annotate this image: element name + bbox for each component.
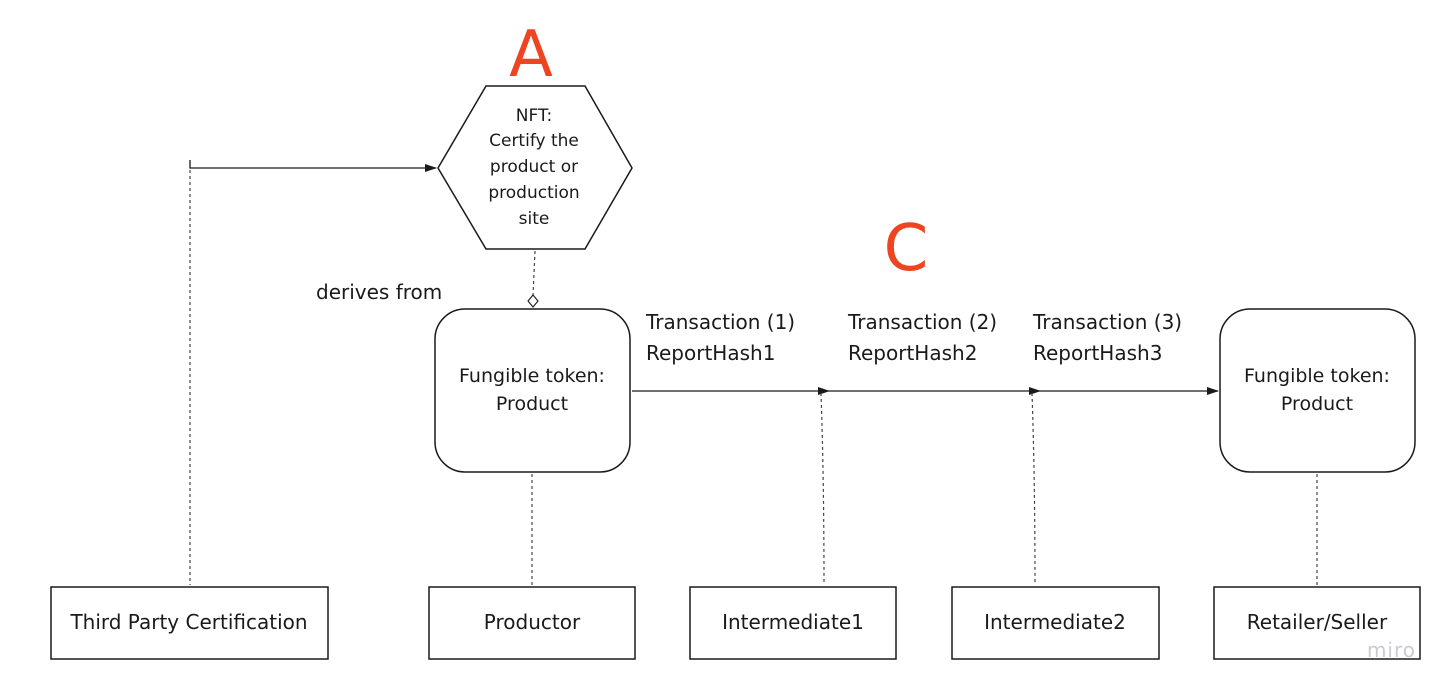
transaction-3-hash: ReportHash3 — [1033, 341, 1162, 365]
token-left-line-2: Product — [496, 393, 568, 415]
letter-c: C — [884, 212, 929, 286]
lifeline-intermediate1 — [820, 392, 825, 586]
actor-box — [951, 586, 1160, 660]
actor-label: Productor — [484, 610, 581, 634]
fungible-token-right-node[interactable]: Fungible token: Product — [1219, 308, 1416, 473]
token-right-line-2: Product — [1281, 393, 1353, 415]
token-left-line-1: Fungible token: — [459, 365, 605, 387]
token-right-shape — [1219, 308, 1416, 473]
actor-label: Retailer/Seller — [1247, 610, 1388, 634]
hexagon-line-4: production — [488, 183, 579, 203]
hexagon-shape — [437, 85, 633, 250]
transaction-1-title: Transaction (1) — [645, 310, 795, 334]
actor-box — [428, 586, 636, 660]
hexagon-line-3: product or — [490, 157, 578, 177]
actor-label: Intermediate1 — [722, 610, 864, 634]
derives-diamond — [527, 294, 539, 308]
actor-box — [50, 586, 329, 660]
actor-intermediate2[interactable]: Intermediate2 — [951, 586, 1160, 660]
transaction-2-hash: ReportHash2 — [848, 341, 977, 365]
certification-arrow[interactable] — [189, 160, 437, 172]
actor-label: Intermediate2 — [984, 610, 1126, 634]
actor-box — [1213, 586, 1421, 660]
lifeline-intermediate2 — [1031, 392, 1036, 586]
fungible-token-left-node[interactable]: Fungible token: Product — [434, 308, 631, 473]
letter-a: A — [509, 18, 553, 92]
actor-box — [689, 586, 897, 660]
token-right-line-1: Fungible token: — [1244, 365, 1390, 387]
transaction-3-title: Transaction (3) — [1032, 310, 1182, 334]
actor-retailer-seller[interactable]: Retailer/Seller — [1213, 586, 1421, 660]
actor-productor[interactable]: Productor — [428, 586, 636, 660]
transaction-1-hash: ReportHash1 — [646, 341, 775, 365]
hexagon-line-5: site — [519, 209, 550, 229]
nft-hexagon-node[interactable]: NFT: Certify the product or production s… — [437, 85, 633, 250]
token-left-shape — [434, 308, 631, 473]
miro-watermark: miro — [1367, 638, 1416, 662]
actor-third-party-certification[interactable]: Third Party Certification — [50, 586, 329, 660]
actor-label: Third Party Certification — [69, 610, 307, 634]
actor-intermediate1[interactable]: Intermediate1 — [689, 586, 897, 660]
hexagon-line-1: NFT: — [516, 106, 552, 126]
transaction-2-title: Transaction (2) — [847, 310, 997, 334]
hexagon-line-2: Certify the — [489, 131, 579, 151]
derives-label: derives from — [316, 280, 442, 304]
derives-connector[interactable] — [532, 250, 536, 297]
